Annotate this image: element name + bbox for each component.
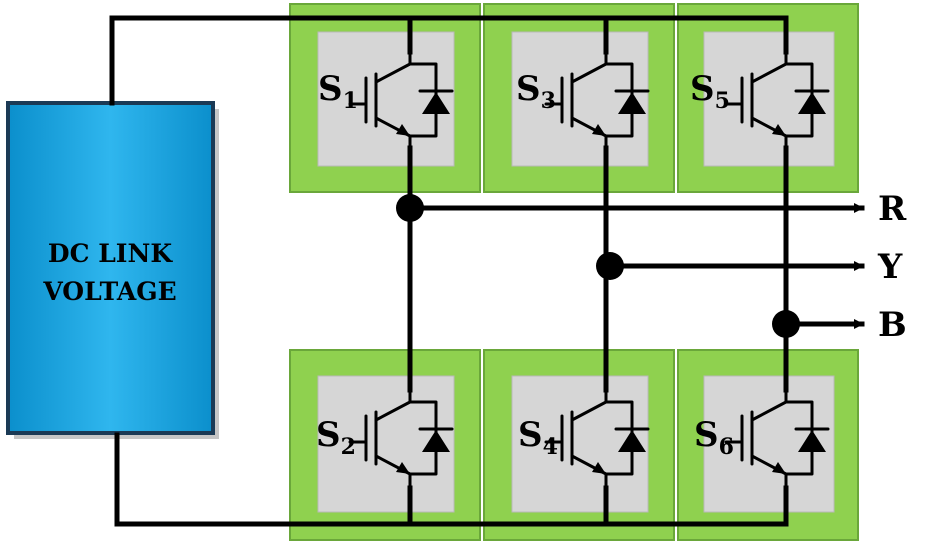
dc-link-block: DC LINK VOLTAGE xyxy=(6,101,219,439)
junction-b xyxy=(772,310,800,338)
diode-triangle xyxy=(798,92,826,114)
igbt-symbol-s5 xyxy=(724,50,830,150)
switch-label-s1: S1 xyxy=(318,69,358,114)
switch-label-s2: S2 xyxy=(316,415,356,460)
switch-label-s4: S4 xyxy=(518,415,558,460)
dc-link-label-line2: VOLTAGE xyxy=(42,277,176,306)
igbt-emitter-arrow xyxy=(592,124,606,136)
diode-triangle xyxy=(618,430,646,452)
junction-r xyxy=(396,194,424,222)
dc-link-label-line1: DC LINK xyxy=(48,239,173,268)
module-frame-s2 xyxy=(289,349,481,541)
switch-labels: S1 S3 S5 S2 S4 S6 xyxy=(316,69,734,460)
igbt-emitter-arrow xyxy=(396,462,410,474)
igbt-emitter-arrow xyxy=(592,462,606,474)
diode-triangle xyxy=(422,430,450,452)
igbt-symbol-s1 xyxy=(348,50,454,150)
switch-label-s5: S5 xyxy=(690,69,730,114)
module-frame-s6 xyxy=(677,349,859,541)
igbt-symbol-s2 xyxy=(348,388,454,488)
phase-label-r: R xyxy=(878,189,907,229)
bus-wires xyxy=(109,15,789,527)
phase-label-b: B xyxy=(878,305,907,345)
junction-y xyxy=(596,252,624,280)
diode-triangle xyxy=(422,92,450,114)
igbt-emitter-arrow xyxy=(772,124,786,136)
module-frame-s3 xyxy=(483,3,675,193)
diode-triangle xyxy=(798,430,826,452)
positive-bus xyxy=(109,15,789,106)
negative-bus xyxy=(114,432,789,527)
igbt-symbol-s3 xyxy=(544,50,650,150)
switch-label-s6: S6 xyxy=(694,415,734,460)
module-frame-s1 xyxy=(289,3,481,193)
switch-label-s3: S3 xyxy=(516,69,556,114)
igbt-emitter-arrow xyxy=(772,462,786,474)
igbt-symbol-s6 xyxy=(724,388,830,488)
diode-triangle xyxy=(618,92,646,114)
phase-outputs: R Y B xyxy=(396,189,907,345)
module-frame-s4 xyxy=(483,349,675,541)
igbt-symbol-s4 xyxy=(544,388,650,488)
igbt-emitter-arrow xyxy=(396,124,410,136)
phase-label-y: Y xyxy=(877,247,903,287)
